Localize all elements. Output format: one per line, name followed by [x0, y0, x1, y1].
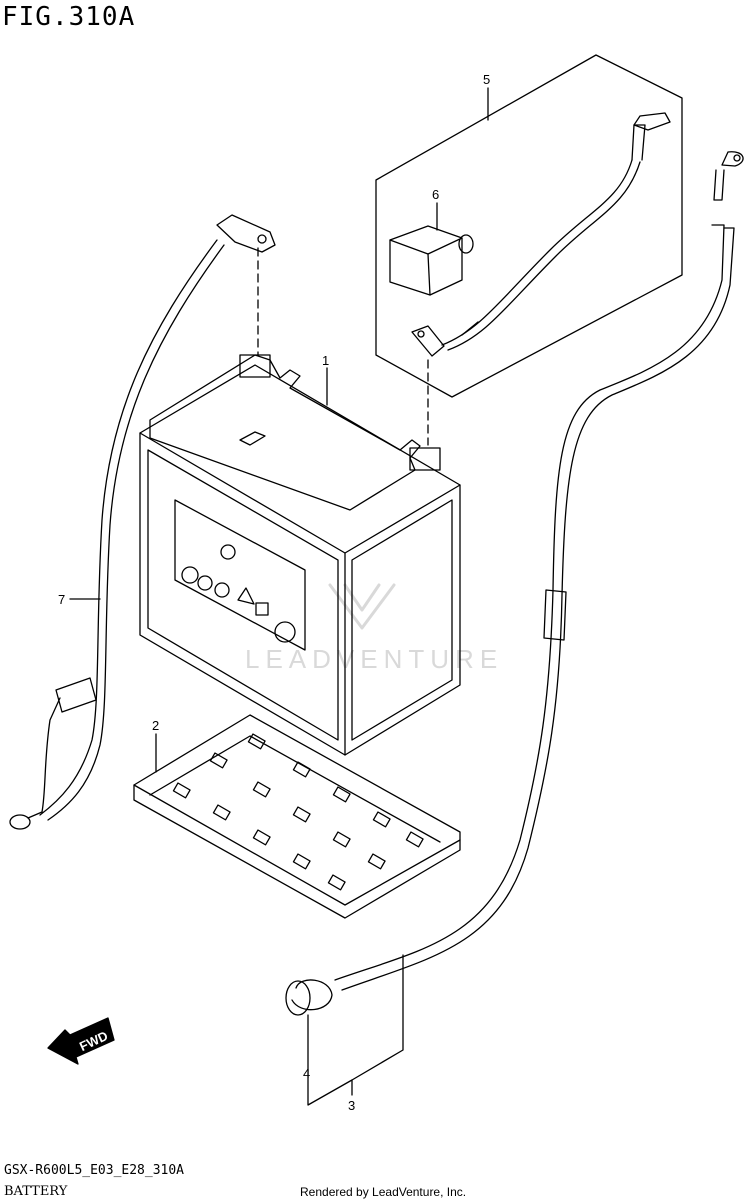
- leader-4-bracket: [307, 1014, 353, 1106]
- watermark-logo: [328, 583, 396, 630]
- fwd-arrow: FWD: [47, 1017, 115, 1065]
- callout-7: 7: [58, 592, 65, 607]
- battery-tray: [133, 714, 461, 919]
- negative-cable: [285, 151, 744, 1016]
- callout-4: 4: [303, 1066, 310, 1081]
- leader-3-bracket: [351, 954, 404, 1096]
- callout-5: 5: [483, 72, 490, 87]
- terminal-cover: [389, 225, 474, 296]
- callout-1: 1: [322, 353, 329, 368]
- watermark-text: LEADVENTURE: [245, 644, 503, 674]
- section-title: BATTERY: [4, 1184, 68, 1199]
- figure-title: FIG.310A: [2, 2, 136, 32]
- cable-kit-box: [375, 54, 683, 398]
- battery: [139, 354, 461, 756]
- render-credit: Rendered by LeadVenture, Inc.: [300, 1185, 467, 1199]
- lead-wire: [9, 214, 276, 830]
- callout-2: 2: [152, 718, 159, 733]
- callout-6: 6: [432, 187, 439, 202]
- positive-cable: [411, 112, 671, 357]
- model-code: GSX-R600L5_E03_E28_310A: [4, 1163, 185, 1178]
- callout-3: 3: [348, 1098, 355, 1113]
